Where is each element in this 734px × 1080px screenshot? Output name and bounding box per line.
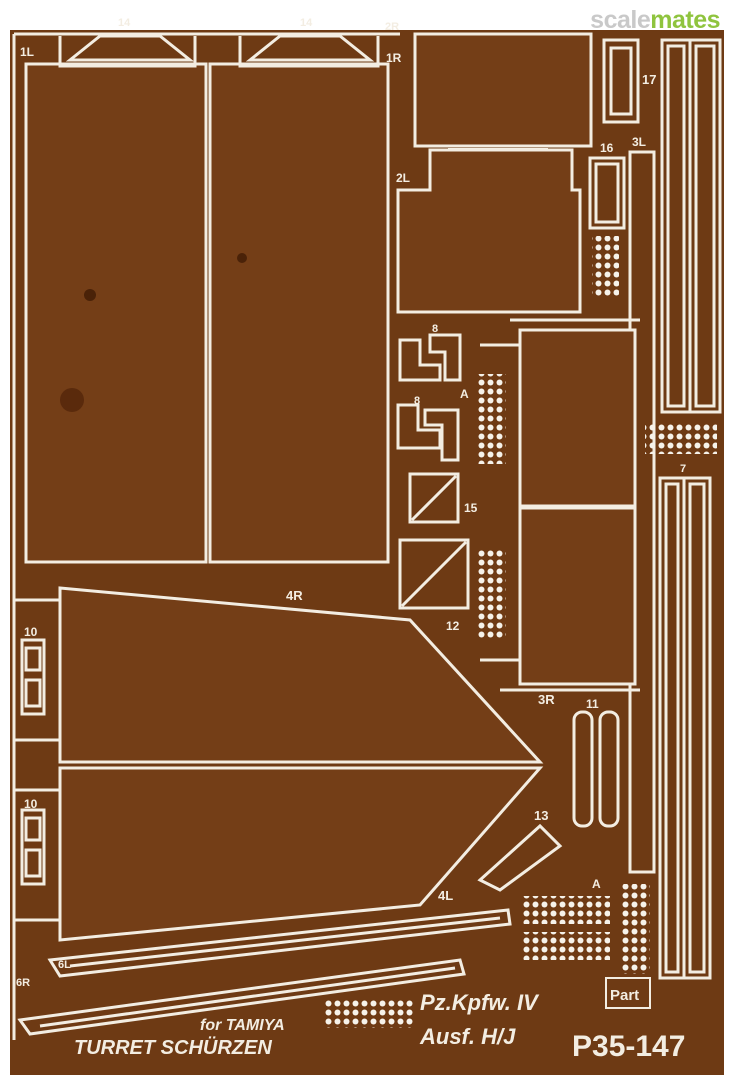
label-2L: 2L xyxy=(396,171,410,185)
hole-grid xyxy=(324,998,414,1028)
label-8-b: 8 xyxy=(414,395,420,407)
label-1L: 1L xyxy=(20,45,34,59)
part-3R xyxy=(518,506,637,686)
part-4R xyxy=(58,586,544,764)
label-6R: 6R xyxy=(16,977,30,989)
label-3L: 3L xyxy=(632,135,646,149)
catalog-number: P35-147 xyxy=(572,1030,685,1063)
label-8-a: 8 xyxy=(432,323,438,335)
label-A-bottom: A xyxy=(592,877,601,891)
part-10-tabs xyxy=(14,598,60,922)
part-1L-panel xyxy=(24,62,208,564)
label-16: 16 xyxy=(600,141,614,155)
label-11: 11 xyxy=(586,697,599,711)
hole-grid xyxy=(476,374,506,464)
label-A-top: A xyxy=(460,387,469,401)
label-4L: 4L xyxy=(438,888,453,903)
parts-8 xyxy=(396,333,462,462)
label-4R: 4R xyxy=(286,588,303,603)
part-14-brackets xyxy=(58,34,380,68)
part-3L xyxy=(518,328,637,508)
hole-grid xyxy=(620,884,650,974)
label-10-b: 10 xyxy=(24,797,38,811)
maker-logo-box xyxy=(605,977,651,1009)
label-1R: 1R xyxy=(386,51,402,65)
part-2L xyxy=(396,148,582,314)
label-13: 13 xyxy=(534,808,548,823)
carrier-frame xyxy=(12,32,400,1040)
label-14-a: 14 xyxy=(118,17,131,29)
label-10-a: 10 xyxy=(24,625,38,639)
label-12: 12 xyxy=(446,619,460,633)
label-14-b: 14 xyxy=(300,17,313,29)
label-15: 15 xyxy=(464,501,478,515)
hole-grid xyxy=(522,896,610,924)
label-3R: 3R xyxy=(538,692,555,707)
scalemates-watermark: scalemates xyxy=(590,6,720,35)
watermark-part-1: scale xyxy=(590,6,651,34)
sprue-links xyxy=(480,318,640,692)
part-1R-panel xyxy=(208,62,390,564)
hole-grid xyxy=(476,550,506,640)
maker-logo: Part xyxy=(610,987,639,1004)
part-7-strip xyxy=(658,476,712,980)
parts-6-strips xyxy=(17,908,512,1036)
model-line-1: Pz.Kpfw. IV xyxy=(420,990,540,1015)
hole-grid xyxy=(592,236,619,296)
watermark-part-2: mates xyxy=(650,6,720,34)
for-tamiya-text: for TAMIYA xyxy=(200,1017,285,1034)
hole-grid xyxy=(522,932,610,960)
label-2R: 2R xyxy=(385,21,399,33)
part-4L xyxy=(58,766,544,942)
model-line-2: Ausf. H/J xyxy=(419,1024,516,1049)
parts-11-13 xyxy=(477,710,620,892)
parts-16-17 xyxy=(588,38,640,230)
hole-grid xyxy=(645,424,717,454)
label-7: 7 xyxy=(680,463,686,475)
label-17: 17 xyxy=(642,72,656,87)
parts-12-15 xyxy=(398,472,470,610)
subject-text: TURRET SCHÜRZEN xyxy=(74,1036,272,1059)
label-6L: 6L xyxy=(58,959,71,971)
